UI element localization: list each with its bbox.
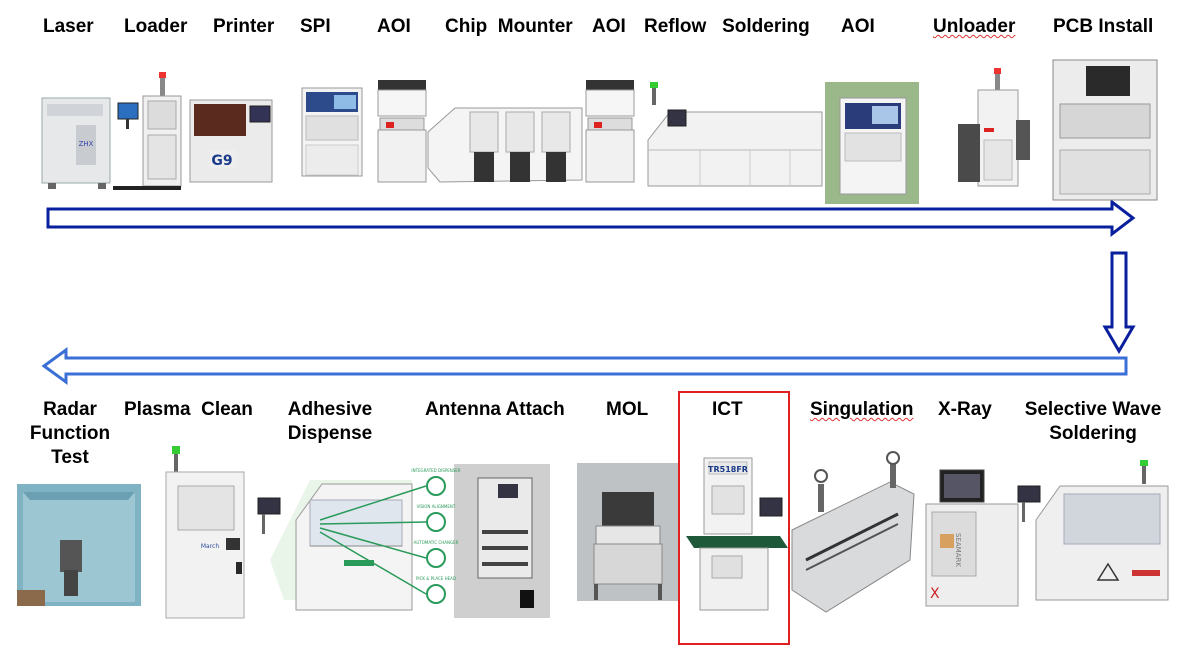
singulation-machine-image [791, 451, 915, 613]
radar-test-chamber-image [17, 484, 141, 606]
xray-brand-label: SEAMARK [954, 533, 962, 567]
label-mol: MOL [606, 399, 649, 420]
ict-machine-brand-label: TR518FR [708, 465, 748, 474]
svg-text:G9: G9 [211, 153, 232, 169]
label-antenna-attach: Antenna Attach [425, 399, 565, 420]
label-spi: SPI [300, 16, 331, 37]
top-flow-arrow [46, 198, 1136, 238]
ict-highlight-box [678, 391, 790, 645]
label-reflow-soldering: Reflow Soldering [644, 16, 810, 37]
svg-text:March: March [201, 543, 219, 550]
aoi-3-machine-image [825, 82, 919, 204]
printer-machine-image: G9 [189, 99, 273, 183]
label-x-ray: X-Ray [938, 399, 992, 420]
label-chip-mounter: Chip Mounter [445, 16, 573, 37]
laser-machine-image: ZHX [41, 97, 111, 189]
label-radar-function-test: Radar Function Test [29, 399, 111, 468]
loader-machine-image [113, 72, 182, 190]
pcb-install-machine-image [1052, 59, 1158, 201]
adhesive-panel-label: VISION ALIGNMENT [417, 504, 456, 509]
unloader-machine-image [958, 68, 1030, 187]
label-ict: ICT [712, 399, 743, 420]
label-plasma-clean: Plasma Clean [124, 399, 253, 420]
label-unloader: Unloader [933, 16, 1016, 37]
aoi-1-machine-image [377, 80, 427, 183]
spi-machine-image [301, 87, 363, 177]
label-printer: Printer [213, 16, 275, 37]
label-loader: Loader [124, 16, 188, 37]
label-selective-wave-soldering: Selective Wave Soldering [1024, 399, 1162, 444]
label-aoi-3: AOI [841, 16, 875, 37]
label-laser: Laser [43, 16, 94, 37]
label-aoi-2: AOI [592, 16, 626, 37]
label-adhesive-dispense: Adhesive Dispense [287, 399, 373, 444]
adhesive-dispense-machine-image [257, 480, 413, 611]
label-pcb-install: PCB Install [1053, 16, 1154, 37]
antenna-attach-machine-image [454, 464, 550, 618]
reflow-oven-image [647, 82, 823, 187]
adhesive-panel-label: INTEGRATED DISPENSER [411, 468, 460, 473]
bottom-flow-arrow [41, 347, 1128, 385]
aoi-2-machine-image [585, 80, 635, 183]
label-singulation: Singulation [810, 399, 914, 420]
adhesive-panel-label: AUTOMATIC CHANGER [414, 540, 459, 545]
plasma-clean-machine-image: March [165, 446, 245, 619]
mol-machine-image [577, 463, 679, 601]
selective-wave-soldering-image [1017, 460, 1169, 601]
svg-text:ZHX: ZHX [79, 140, 94, 148]
ict-machine-image: TR518FR [686, 457, 788, 611]
adhesive-panel-label: PICK & PLACE HEAD [416, 576, 456, 581]
chip-mounter-machine-image [427, 107, 583, 183]
label-aoi-1: AOI [377, 16, 411, 37]
svg-text:X: X [930, 586, 940, 602]
adhesive-feature-panel [319, 462, 454, 612]
down-flow-arrow [1102, 251, 1136, 354]
xray-machine-image: X SEAMARK [925, 469, 1019, 607]
